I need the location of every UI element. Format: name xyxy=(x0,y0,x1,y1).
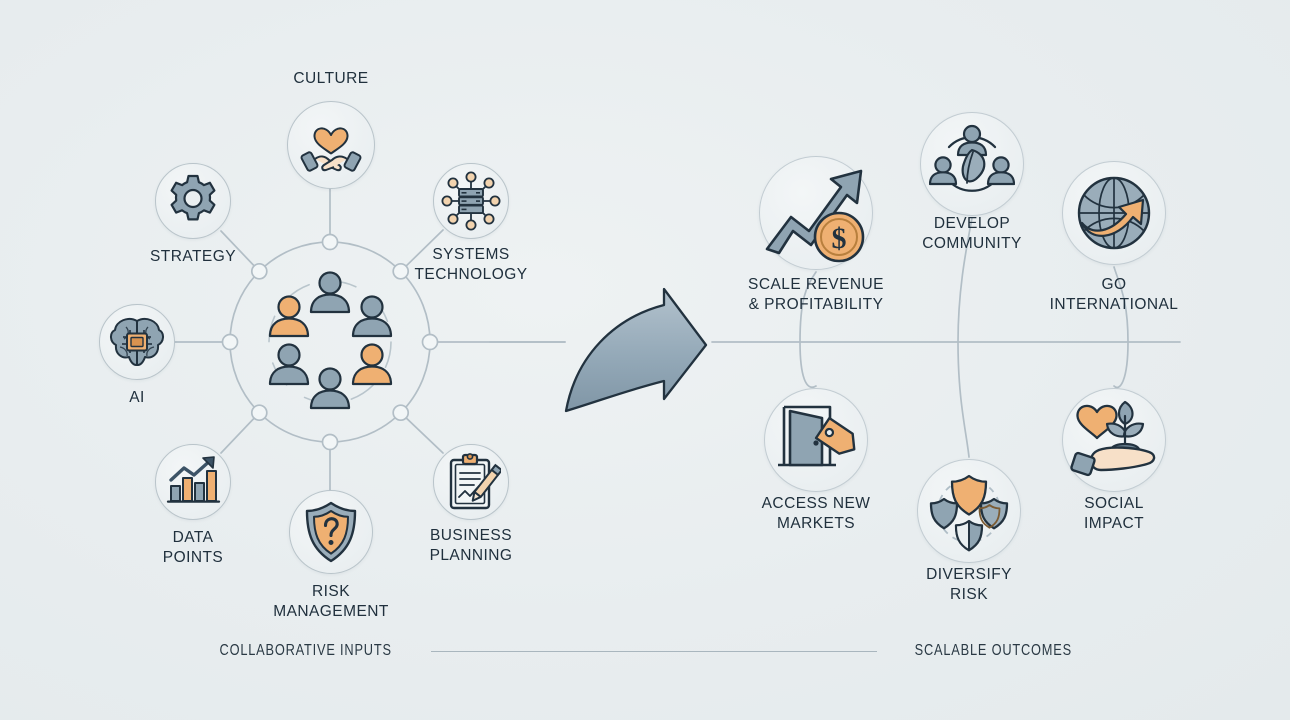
footer-left-label: COLLABORATIVE INPUTS xyxy=(219,642,392,659)
server-network-icon xyxy=(441,171,501,231)
access-new-markets-label: ACCESS NEW MARKETS xyxy=(761,495,871,532)
strategy-label: STRATEGY xyxy=(150,248,236,265)
shield-question-icon xyxy=(305,501,357,563)
hub-person-slate xyxy=(309,367,351,410)
hub-node xyxy=(250,404,268,422)
hub-node xyxy=(250,262,268,280)
hub-node xyxy=(421,333,439,351)
go-international-label: GO INTERNATIONAL xyxy=(1049,276,1179,313)
ai-label: AI xyxy=(129,389,145,406)
systems-technology-label: SYSTEMS TECHNOLOGY xyxy=(414,246,528,283)
social-impact-disc xyxy=(1062,388,1166,492)
hub-node xyxy=(392,262,410,280)
hub-person-slate xyxy=(351,295,392,338)
business-planning-label: BUSINESS PLANNING xyxy=(429,527,513,564)
community-leaf-icon xyxy=(929,124,1015,192)
data-points-label: DATA POINTS xyxy=(162,529,224,566)
risk-management-label: RISK MANAGEMENT xyxy=(273,583,389,620)
open-door-tag-icon xyxy=(778,405,856,467)
curved-right-arrow-shape xyxy=(564,287,708,413)
gear-icon xyxy=(170,174,216,221)
hub-node xyxy=(321,433,339,451)
culture-label: CULTURE xyxy=(293,70,369,88)
brain-chip-icon xyxy=(110,318,164,366)
hub-person-orange xyxy=(268,295,309,338)
footer-band: COLLABORATIVE INPUTS SCALABLE OUTCOMES xyxy=(0,636,1290,666)
develop-community-label: DEVELOP COMMUNITY xyxy=(922,215,1022,252)
shields-cluster-icon xyxy=(929,474,1009,552)
scale-revenue-label: SCALE REVENUE & PROFITABILITY xyxy=(748,276,884,313)
bar-chart-arrow-icon xyxy=(166,456,221,503)
handshake-heart-icon xyxy=(300,127,362,172)
hub-person-slate xyxy=(268,343,309,386)
footer-divider-rule xyxy=(431,650,878,652)
footer-right-label: SCALABLE OUTCOMES xyxy=(915,642,1073,659)
hub-node xyxy=(221,333,239,351)
hub-node xyxy=(392,404,410,422)
social-impact-label: SOCIAL IMPACT xyxy=(1083,495,1145,532)
globe-arrow-icon xyxy=(1077,176,1151,250)
hub-person-orange xyxy=(351,343,392,386)
diversify-risk-label: DIVERSIFY RISK xyxy=(926,566,1012,603)
svg-text:$: $ xyxy=(832,222,847,255)
hand-heart-plant-icon xyxy=(1070,400,1156,477)
hub-person-slate xyxy=(309,271,351,314)
growth-arrow-coin-icon: $ xyxy=(765,169,865,263)
clipboard-pen-icon xyxy=(449,453,501,510)
hub-node xyxy=(321,233,339,251)
